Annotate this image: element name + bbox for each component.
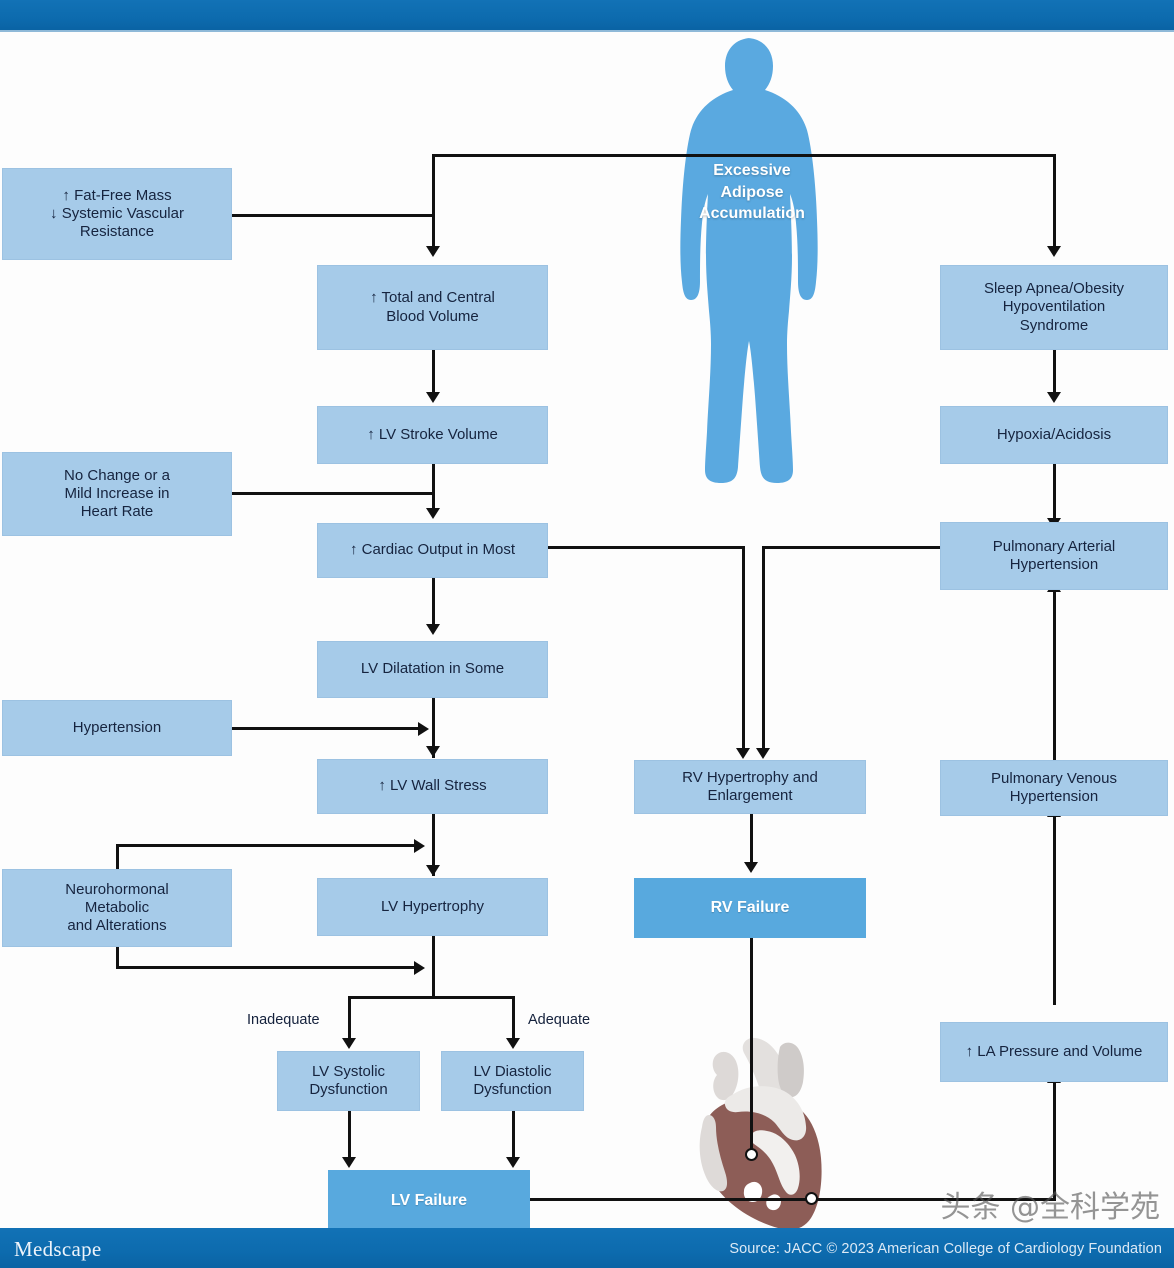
- edge-strokevolume-to-cardiacoutput: [432, 464, 435, 508]
- edge-fatfree-to-spine: [232, 214, 435, 217]
- edge-adipose-to-sleepapnea: [1053, 154, 1056, 246]
- site-watermark: 头条 @全科学苑: [940, 1190, 1160, 1225]
- node-rv-failure[interactable]: RV Failure: [634, 878, 866, 938]
- node-pulmonary-venous-hypertension[interactable]: Pulmonary Venous Hypertension: [940, 760, 1168, 816]
- edge-dilatation-to-wallstress: [432, 698, 435, 758]
- edge-neuro-up-riser: [116, 844, 119, 872]
- edge-cardiacoutput-to-rv-run: [542, 546, 745, 549]
- silhouette-label: Excessive Adipose Accumulation: [699, 162, 805, 223]
- arrow-to-rv-failure: [744, 862, 758, 873]
- edge-hypoxia-to-pah: [1053, 464, 1056, 522]
- edge-adipose-to-bloodvolume: [432, 154, 435, 246]
- node-lv-hypertrophy[interactable]: LV Hypertrophy: [317, 878, 548, 936]
- edge-to-lv-diastolic: [512, 996, 515, 1040]
- arrow-neuro-upper: [414, 839, 425, 853]
- arrow-to-lv-hypertrophy: [426, 865, 440, 876]
- node-lv-stroke-volume[interactable]: ↑ LV Stroke Volume: [317, 406, 548, 464]
- edge-systolic-to-lvfailure: [348, 1111, 351, 1157]
- edge-lapressure-to-pvh: [1053, 815, 1056, 1005]
- edge-pvh-to-pah: [1053, 590, 1056, 762]
- edge-hypertrophy-split-bar: [348, 996, 514, 999]
- arrow-to-blood-volume: [426, 246, 440, 257]
- medscape-logo: Medscape: [14, 1237, 102, 1261]
- arrow-to-sleep-apnea: [1047, 246, 1061, 257]
- arrow-pah-to-rv: [756, 748, 770, 759]
- edge-rvfailure-to-heart: [750, 938, 753, 1154]
- node-lv-wall-stress[interactable]: ↑ LV Wall Stress: [317, 759, 548, 814]
- edge-hypertension-to-spine: [232, 727, 422, 730]
- edge-neuro-down-riser: [116, 944, 119, 968]
- node-lv-diastolic-dysfunction[interactable]: LV Diastolic Dysfunction: [441, 1051, 584, 1111]
- edge-cardiacoutput-to-rv-drop: [742, 546, 745, 749]
- edge-neuro-down-run: [116, 966, 418, 969]
- edge-neuro-up-run: [116, 844, 418, 847]
- arrow-to-lv-systolic: [342, 1038, 356, 1049]
- edge-diastolic-to-lvfailure: [512, 1111, 515, 1157]
- heart-marker-rv: [745, 1148, 758, 1161]
- obese-body-silhouette: [680, 38, 818, 483]
- arrow-to-lv-wall-stress: [426, 746, 440, 757]
- top-blue-bar: [0, 0, 1174, 30]
- node-la-pressure-volume[interactable]: ↑ LA Pressure and Volume: [940, 1022, 1168, 1082]
- arrow-to-cardiac-output: [426, 508, 440, 519]
- node-fat-free-mass[interactable]: ↑ Fat-Free Mass ↓ Systemic Vascular Resi…: [2, 168, 232, 260]
- edge-lvfailure-to-rightrail: [530, 1198, 1056, 1201]
- arrow-neuro-lower: [414, 961, 425, 975]
- edge-bloodvolume-to-strokevolume: [432, 350, 435, 392]
- node-lv-dilatation[interactable]: LV Dilatation in Some: [317, 641, 548, 698]
- edge-pah-to-rv-drop: [762, 546, 765, 749]
- top-bar-edge: [0, 30, 1174, 32]
- node-lv-systolic-dysfunction[interactable]: LV Systolic Dysfunction: [277, 1051, 420, 1111]
- edge-wallstress-to-hypertrophy: [432, 814, 435, 876]
- arrow-hypertension: [418, 722, 429, 736]
- node-sleep-apnea[interactable]: Sleep Apnea/Obesity Hypoventilation Synd…: [940, 265, 1168, 350]
- arrow-diastolic-to-lvfailure: [506, 1157, 520, 1168]
- heart-illustration: [699, 1037, 822, 1230]
- arrow-to-hypoxia: [1047, 392, 1061, 403]
- node-lv-failure[interactable]: LV Failure: [328, 1170, 530, 1232]
- arrow-to-lv-dilatation: [426, 624, 440, 635]
- node-pulmonary-arterial-hypertension[interactable]: Pulmonary Arterial Hypertension: [940, 522, 1168, 590]
- edge-cardiacoutput-to-dilatation: [432, 578, 435, 624]
- edge-heartrate-to-spine: [232, 492, 435, 495]
- edge-rvhypertrophy-to-rvfailure: [750, 814, 753, 864]
- node-total-central-blood-volume[interactable]: ↑ Total and Central Blood Volume: [317, 265, 548, 350]
- arrow-systolic-to-lvfailure: [342, 1157, 356, 1168]
- edge-label-adequate: Adequate: [528, 1012, 591, 1028]
- edge-to-lv-systolic: [348, 996, 351, 1040]
- arrow-to-lv-diastolic: [506, 1038, 520, 1049]
- source-credit: Source: JACC © 2023 American College of …: [729, 1241, 1162, 1257]
- heart-marker-lv: [805, 1192, 818, 1205]
- node-rv-hypertrophy[interactable]: RV Hypertrophy and Enlargement: [634, 760, 866, 814]
- edge-rightrail-riser: [1053, 1082, 1056, 1201]
- node-cardiac-output[interactable]: ↑ Cardiac Output in Most: [317, 523, 548, 578]
- node-hypoxia-acidosis[interactable]: Hypoxia/Acidosis: [940, 406, 1168, 464]
- footer-bar: Medscape Source: JACC © 2023 American Co…: [0, 1228, 1174, 1268]
- edge-hypertrophy-stem: [432, 936, 435, 998]
- node-neurohormonal[interactable]: Neurohormonal Metabolic and Alterations: [2, 869, 232, 947]
- edge-pah-to-rv-run: [762, 546, 945, 549]
- edge-adipose-split: [432, 154, 1056, 157]
- arrow-to-stroke-volume: [426, 392, 440, 403]
- node-hypertension[interactable]: Hypertension: [2, 700, 232, 756]
- node-heart-rate[interactable]: No Change or a Mild Increase in Heart Ra…: [2, 452, 232, 536]
- edge-label-inadequate: Inadequate: [247, 1012, 320, 1028]
- edge-sleepapnea-to-hypoxia: [1053, 350, 1056, 394]
- arrow-cardiacoutput-to-rv: [736, 748, 750, 759]
